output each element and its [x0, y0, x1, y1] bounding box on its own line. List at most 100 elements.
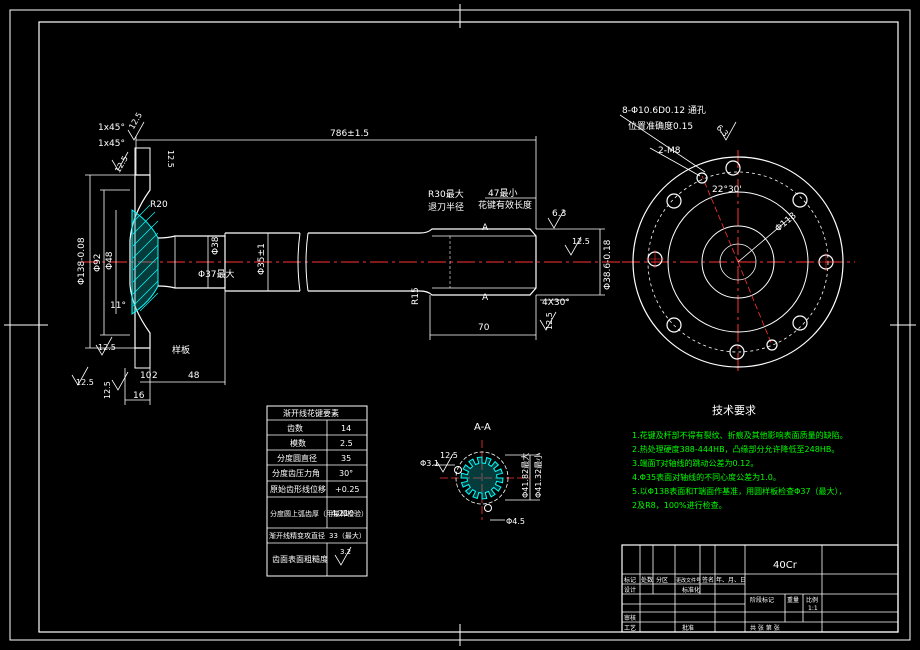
dia-92: Φ92 [93, 253, 103, 272]
flange-rough: 6.3 [715, 123, 730, 138]
main-dimension-lines [85, 136, 605, 405]
rough-left-3: 12.5 [103, 381, 112, 399]
section-mark-a-top: A [482, 223, 489, 233]
row-pressure-angle-value: 30° [339, 469, 353, 478]
dia-38: Φ38 [211, 236, 221, 255]
technical-requirements: 技术要求 1.花键及杆部不得有裂纹、折痕及其他影响表面质量的缺陷。 2.热处理硬… [632, 404, 848, 510]
tech-req-item-3: 3.端面T对轴线的跳动公差为0.12。 [632, 458, 758, 468]
tech-req-item-4: 4.Φ35表面对轴线的不同心度公差为1.0。 [632, 472, 781, 482]
flange-end-view [619, 114, 855, 375]
tb-approve: 批准 [682, 624, 694, 632]
row-module-label: 模数 [290, 438, 306, 448]
section-aa-label: A-A [474, 422, 491, 433]
row-start-dia-label: 渐开线精变攻直径 [269, 531, 325, 540]
tb-design: 设计 [624, 586, 636, 594]
rough-mid-value: 12.5 [166, 150, 175, 168]
tb-change-doc: 更改文件号 [676, 577, 701, 584]
dim-10: 10 [140, 371, 152, 381]
row-roughness-value: 3.2 [340, 548, 351, 556]
title-block-text: 40Cr 标记 处数 分区 更改文件号 签名 年、月、日 设计 标准化 阶段标记… [624, 560, 818, 632]
rough-right: 12.5 [572, 237, 590, 246]
pcd-118: Φ118 [774, 211, 799, 234]
tech-req-item-5: 5.以Φ138表面和T端面作基准，用圆样板检查Φ37（最大）， [632, 486, 847, 496]
tech-req-title: 技术要求 [712, 404, 756, 417]
r15-label: R15 [411, 287, 421, 305]
rough-left-1: 12.5 [98, 343, 116, 352]
tb-weight: 重量 [787, 596, 799, 604]
row-module-value: 2.5 [340, 439, 353, 448]
tb-process: 工艺 [624, 624, 636, 632]
section-mark-a-bottom: A [482, 293, 489, 303]
angle-11: 11° [110, 301, 126, 311]
thread-2m8: 2-M8 [658, 146, 681, 156]
row-thickness-label: 分度圆上弧齿厚（用量棒检验） [270, 509, 368, 518]
tb-zone: 分区 [656, 576, 668, 584]
title-block [621, 544, 899, 633]
tech-req-item-2: 2.热处理硬度388-444HB，凸缘部分允许降低至248HB。 [632, 444, 839, 454]
rough-bottom: 12.5 [545, 312, 554, 330]
flange-view-labels: 8-Φ10.6D0.12 通孔 位置准确度0.15 2-M8 22°30' Φ1… [622, 105, 799, 234]
center-marks [4, 4, 916, 646]
holes-note: 8-Φ10.6D0.12 通孔 [622, 105, 706, 116]
dia-37-max: Φ37最大 [198, 268, 235, 280]
spline-eff-len: 花键有效长度 [478, 199, 532, 211]
tb-sheets: 共 张 第 张 [750, 624, 780, 632]
tech-req-item-6: 2及R8，100%进行检查。 [632, 500, 727, 510]
fillet-r20: R20 [150, 200, 168, 210]
tb-count: 处数 [641, 576, 653, 584]
section-aa-view: A-A [433, 422, 540, 521]
sample-plate-label: 样板 [172, 344, 190, 356]
r30-max: R30最大 [428, 188, 464, 200]
dia-3-1: Φ3.1 [420, 459, 439, 468]
row-roughness-label: 齿面表面粗糙度 [272, 554, 328, 564]
dim-2: 2 [152, 371, 158, 381]
spline-parameter-table [266, 405, 368, 577]
spline-table-title: 渐开线花键要素 [283, 408, 339, 418]
angle-22-30: 22°30' [712, 185, 742, 195]
dim-48: 48 [188, 371, 200, 381]
rough-flange-value: 12.5 [113, 154, 130, 174]
dia-48: Φ48 [105, 251, 115, 270]
tb-stage-mark: 阶段标记 [750, 596, 774, 604]
tb-standardize: 标准化 [682, 586, 700, 594]
chamfer-4x30: 4X30° [542, 298, 570, 308]
spline-table-text: 渐开线花键要素 齿数 14 模数 2.5 分度圆直径 35 分度齿压力角 30°… [269, 408, 368, 564]
row-thickness-value: 4.210 [331, 509, 354, 518]
meas-min: Φ41.32最小 [534, 453, 543, 498]
tb-review: 审核 [624, 614, 636, 622]
row-pitch-dia-label: 分度圆直径 [277, 453, 317, 463]
len-47-min: 47最小 [488, 188, 517, 199]
dia-35: Φ35±1 [257, 243, 267, 275]
main-view-labels: 786±1.5 1x45° 1x45° 12.5 12.5 12.5 R20 Φ… [76, 111, 613, 401]
row-displacement-label: 原始齿形线位移 [270, 484, 326, 494]
row-pressure-angle-label: 分度齿压力角 [272, 468, 320, 478]
chamfer-label-1: 1x45° [98, 123, 125, 133]
row-teeth-label: 齿数 [287, 423, 303, 433]
tech-req-item-1: 1.花键及杆部不得有裂纹、折痕及其他影响表面质量的缺陷。 [632, 430, 848, 440]
tb-scale-value: 1:1 [808, 605, 818, 612]
dia-spline: Φ38.6-0.18 [603, 239, 613, 290]
inner-frame [38, 21, 899, 633]
row-teeth-value: 14 [341, 424, 351, 433]
rough-left-2: 12.5 [76, 378, 94, 387]
dim-16: 16 [133, 391, 145, 401]
tb-date: 年、月、日 [716, 576, 746, 584]
rough-top-value: 12.5 [127, 111, 144, 131]
tb-signature: 签名 [702, 576, 714, 584]
overall-length-dim: 786±1.5 [330, 129, 369, 139]
rough-6-3: 6.3 [552, 209, 566, 219]
row-start-dia-value: 33（最大） [329, 531, 366, 540]
chamfer-label-2: 1x45° [98, 139, 125, 149]
section-aa-labels: Φ3.1 12.5 Φ41.82最大 Φ41.32最小 Φ4.5 [420, 451, 543, 526]
section-rough: 12.5 [440, 451, 458, 460]
tb-scale-label: 比例 [806, 596, 818, 604]
relief-radius-label: 退刀半径 [428, 201, 464, 213]
roughness-symbols [71, 121, 737, 566]
meas-max: Φ41.82最大 [520, 453, 530, 498]
material-label: 40Cr [773, 560, 798, 571]
tb-mark: 标记 [624, 576, 636, 584]
dia-4-5: Φ4.5 [506, 517, 525, 526]
row-pitch-dia-value: 35 [341, 454, 351, 463]
shaft-main-view [80, 147, 620, 369]
